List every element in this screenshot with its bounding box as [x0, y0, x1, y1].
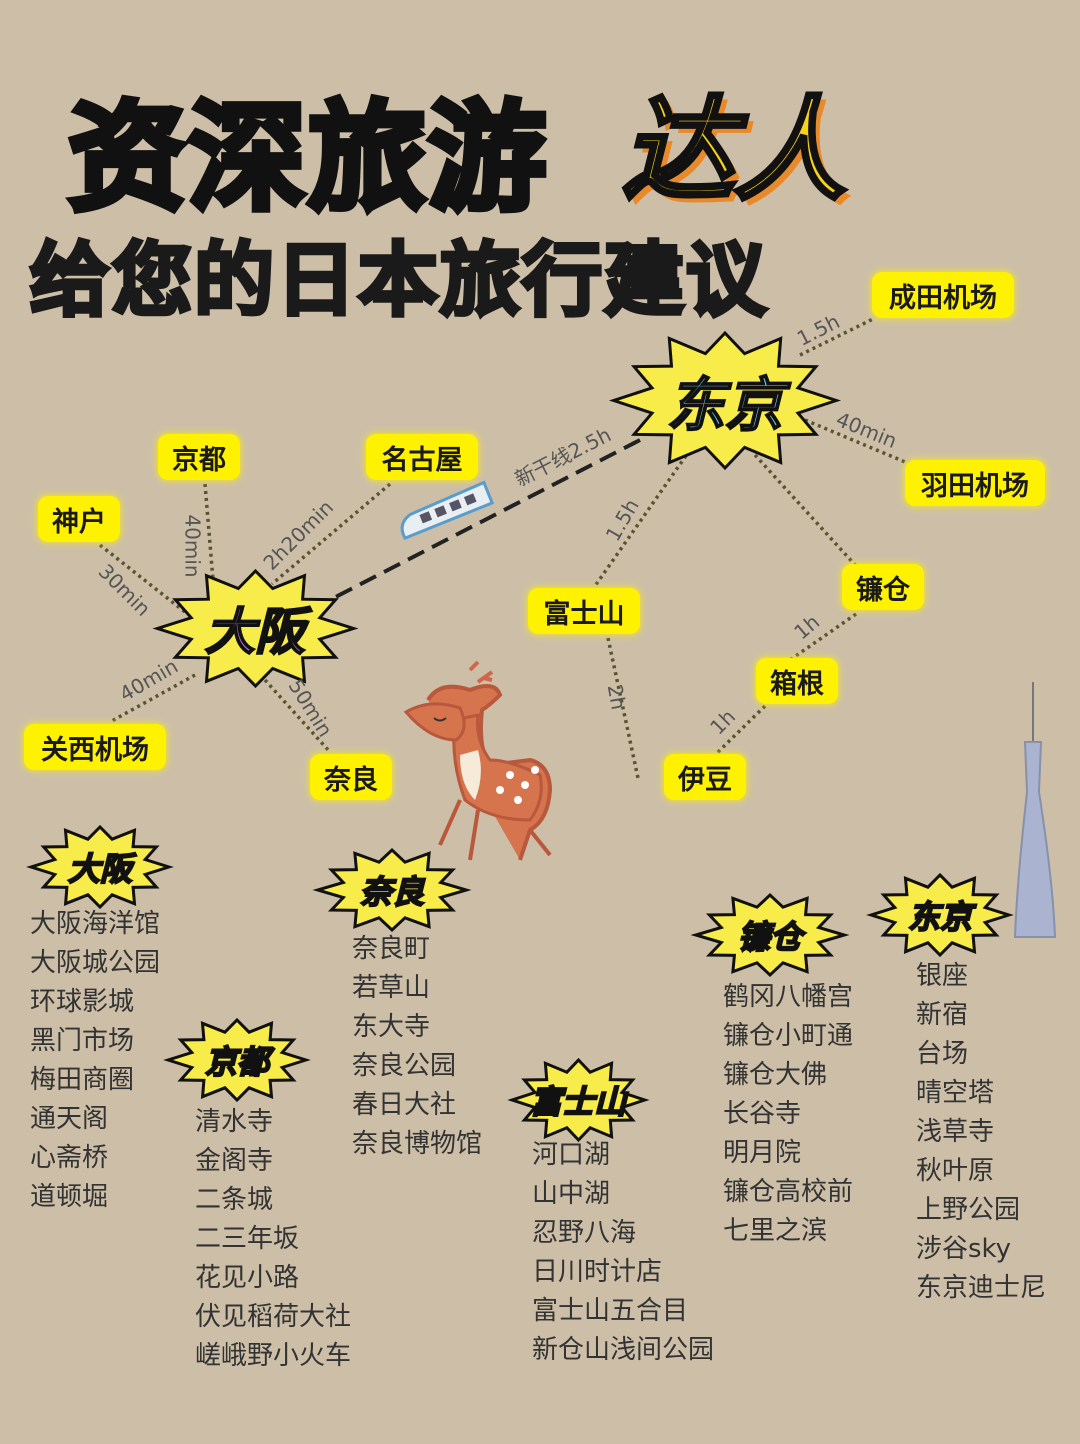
- route-line: [606, 637, 640, 779]
- list-item: 大阪海洋馆: [30, 909, 161, 939]
- burst-label: 京都: [204, 1042, 270, 1082]
- title-highlight: 达人: [620, 84, 848, 218]
- list-item: 奈良博物馆: [352, 1129, 483, 1159]
- list-item: 镰仓小町通: [723, 1021, 854, 1051]
- route-line: [713, 704, 767, 757]
- burst-label: 东京: [666, 370, 784, 440]
- node-kansai: 关西机场: [24, 724, 166, 770]
- list-item: 伏见稻荷大社: [195, 1302, 352, 1332]
- burst-label: 大阪: [67, 849, 133, 889]
- section-title-fuji: 富士山: [506, 1057, 650, 1143]
- list-item: 晴空塔: [916, 1078, 995, 1108]
- list-item: 东大寺: [352, 1012, 431, 1042]
- route-line: [319, 438, 641, 607]
- hub-tokyo: 东京: [608, 330, 842, 470]
- section-list-kyoto: 清水寺金阁寺二条城二三年坂花见小路伏见稻荷大社嵯峨野小火车: [195, 1103, 351, 1376]
- list-item: 花见小路: [195, 1263, 300, 1293]
- list-item: 若草山: [352, 973, 431, 1003]
- tower-icon: [1013, 682, 1057, 938]
- node-hakone: 箱根: [756, 658, 838, 704]
- route-line: [270, 482, 392, 586]
- burst-label: 奈良: [359, 872, 425, 912]
- node-haneda: 羽田机场: [905, 460, 1045, 506]
- section-list-tokyo: 银座新宿台场晴空塔浅草寺秋叶原上野公园涉谷sky 东京迪士尼: [916, 957, 1046, 1308]
- list-item: 山中湖: [532, 1179, 611, 1209]
- node-nagoya: 名古屋: [366, 434, 478, 480]
- subtitle: 给您的日本旅行建议: [28, 232, 768, 329]
- list-item: 富士山五合目: [532, 1296, 689, 1326]
- section-title-kamakura: 镰仓: [690, 892, 850, 978]
- list-item: 长谷寺: [723, 1099, 802, 1129]
- node-nara: 奈良: [310, 754, 392, 800]
- list-item: 明月院: [723, 1138, 802, 1168]
- list-item: 梅田商圈: [30, 1065, 135, 1095]
- route-line: [753, 453, 858, 568]
- list-item: 奈良町: [352, 934, 431, 964]
- list-item: 黑门市场: [30, 1026, 135, 1056]
- node-kyoto: 京都: [158, 434, 240, 480]
- list-item: 银座: [916, 961, 969, 991]
- list-item: 七里之滨: [723, 1216, 828, 1246]
- section-list-kamakura: 鹤冈八幡宫镰仓小町通镰仓大佛长谷寺明月院镰仓高校前七里之滨: [723, 978, 853, 1251]
- list-item: 大阪城公园: [30, 948, 161, 978]
- list-item: 清水寺: [195, 1107, 274, 1137]
- travel-time-label: 40min: [180, 514, 205, 578]
- list-item: 新宿: [916, 1000, 969, 1030]
- title-main: 资深旅游: [65, 86, 549, 230]
- list-item: 二条城: [195, 1185, 274, 1215]
- section-title-tokyo: 东京: [866, 872, 1014, 958]
- list-item: 鹤冈八幡宫: [723, 982, 854, 1012]
- list-item: 环球影城: [30, 987, 135, 1017]
- list-item: 日川时计店: [532, 1257, 663, 1287]
- node-kamakura: 镰仓: [842, 564, 924, 610]
- list-item: 金阁寺: [195, 1146, 274, 1176]
- burst-label: 东京: [907, 897, 973, 937]
- list-item: 河口湖: [532, 1140, 611, 1170]
- list-item: 东京迪士尼: [916, 1273, 1047, 1303]
- list-item: 忍野八海: [532, 1218, 637, 1248]
- route-line: [109, 673, 196, 724]
- list-item: 镰仓高校前: [723, 1177, 854, 1207]
- list-item: 浅草寺: [916, 1117, 995, 1147]
- section-title-nara: 奈良: [312, 847, 472, 933]
- section-list-nara: 奈良町若草山东大寺奈良公园春日大社奈良博物馆: [352, 930, 482, 1164]
- list-item: 二三年坂: [195, 1224, 300, 1254]
- list-item: 道顿堀: [30, 1182, 109, 1212]
- burst-label: 镰仓: [737, 917, 803, 957]
- list-item: 涉谷sky: [916, 1234, 1012, 1264]
- section-title-osaka: 大阪: [26, 824, 174, 910]
- list-item: 春日大社: [352, 1090, 457, 1120]
- list-item: 心斋桥: [30, 1143, 109, 1173]
- hub-osaka: 大阪: [151, 568, 359, 688]
- burst-label: 大阪: [204, 602, 306, 662]
- node-izu: 伊豆: [664, 754, 746, 800]
- node-fuji: 富士山: [528, 588, 640, 634]
- node-narita: 成田机场: [872, 272, 1014, 318]
- travel-time-label: 2h: [602, 682, 631, 712]
- section-list-fuji: 河口湖山中湖忍野八海日川时计店富士山五合目新仓山浅间公园: [532, 1136, 714, 1370]
- list-item: 嵯峨野小火车: [195, 1341, 352, 1371]
- list-item: 上野公园: [916, 1195, 1021, 1225]
- burst-label: 富士山: [529, 1082, 627, 1122]
- node-kobe: 神户: [38, 496, 120, 542]
- section-list-osaka: 大阪海洋馆大阪城公园环球影城黑门市场梅田商圈通天阁心斋桥道顿堀: [30, 905, 160, 1217]
- route-line: [804, 418, 911, 466]
- section-title-kyoto: 京都: [163, 1017, 311, 1103]
- route-line: [263, 678, 332, 754]
- deer-icon: [403, 660, 553, 861]
- list-item: 新仓山浅间公园: [532, 1335, 715, 1365]
- list-item: 镰仓大佛: [723, 1060, 828, 1090]
- train-icon: [400, 480, 495, 541]
- list-item: 秋叶原: [916, 1156, 995, 1186]
- list-item: 通天阁: [30, 1104, 109, 1134]
- list-item: 奈良公园: [352, 1051, 457, 1081]
- list-item: 台场: [916, 1039, 969, 1069]
